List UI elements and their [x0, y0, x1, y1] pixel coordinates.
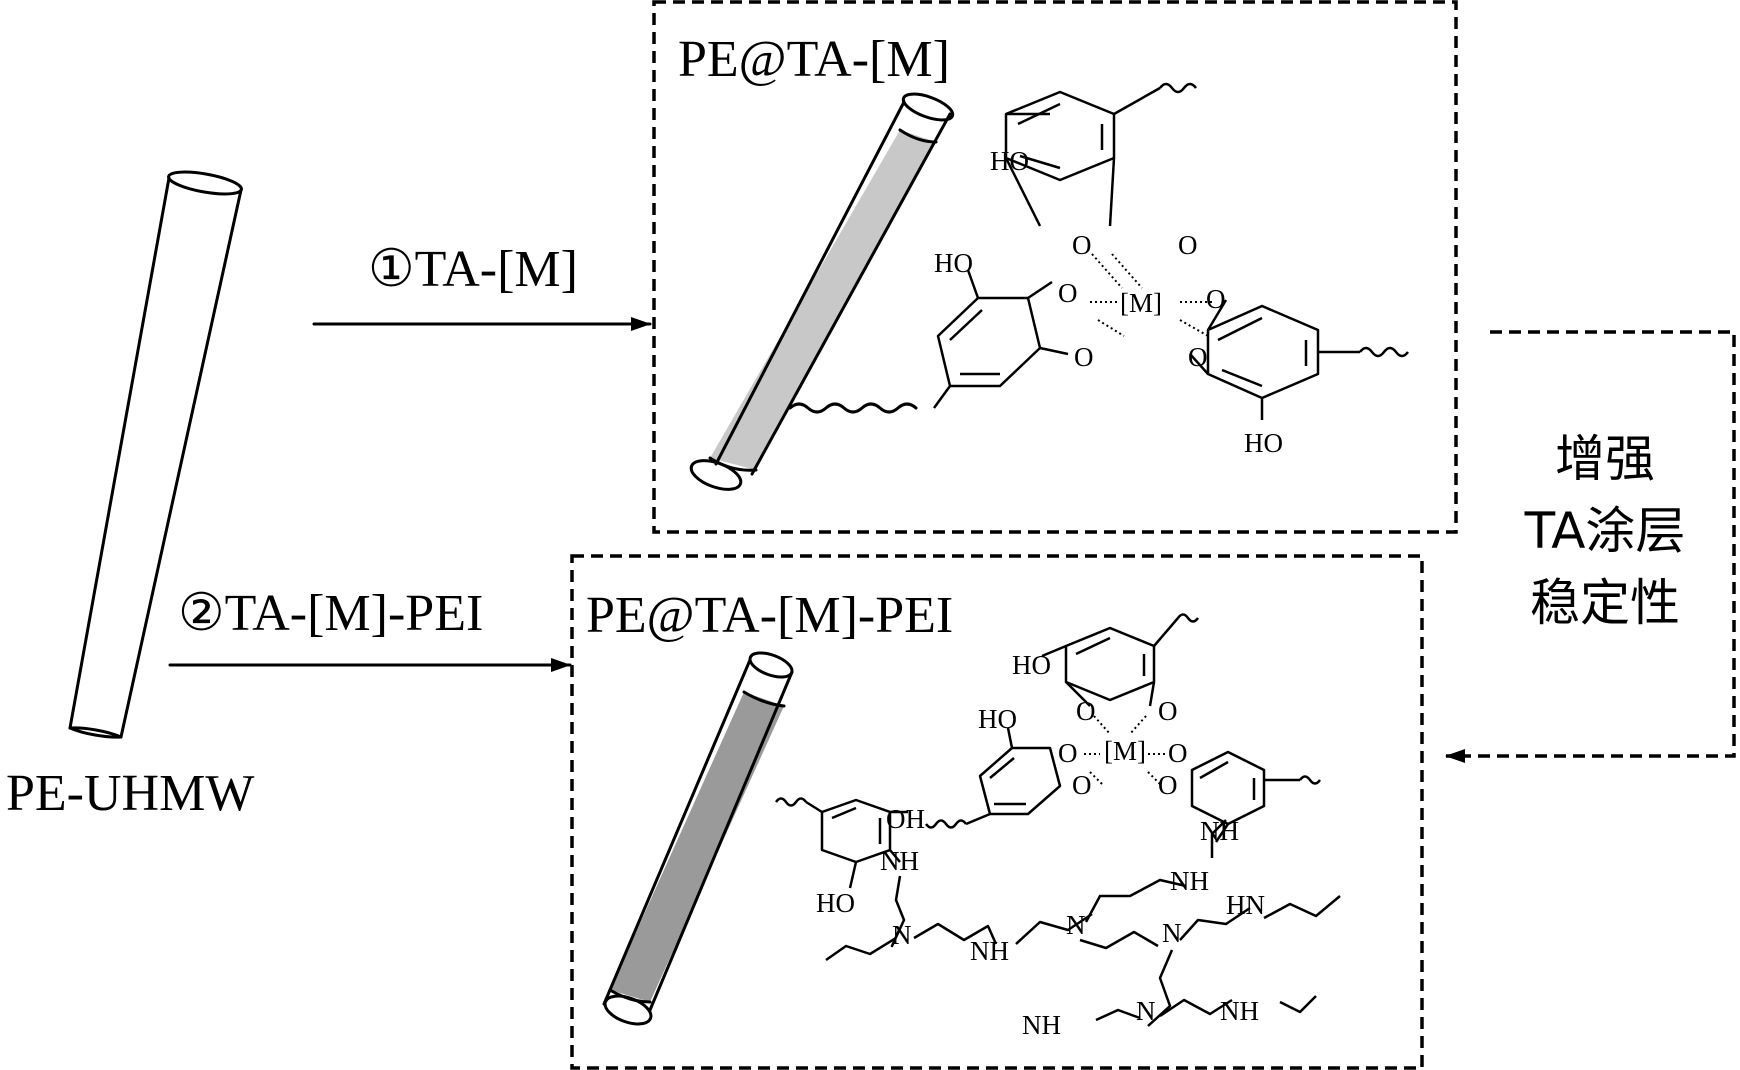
svg-text:HO: HO [978, 704, 1017, 734]
svg-text:O: O [1072, 770, 1092, 800]
svg-text:HN: HN [1226, 890, 1265, 920]
svg-text:NH: NH [1170, 866, 1209, 896]
svg-text:O: O [1058, 278, 1078, 308]
svg-text:O: O [1188, 342, 1208, 372]
svg-text:O: O [1206, 284, 1226, 314]
svg-text:O: O [1074, 342, 1094, 372]
product-2-title: PE@TA-[M]-PEI [586, 587, 953, 644]
svg-text:N: N [1162, 918, 1182, 948]
svg-text:NH: NH [1200, 816, 1239, 846]
product-1-title: PE@TA-[M] [678, 31, 950, 88]
svg-text:HO: HO [934, 248, 973, 278]
coated-fiber-2 [602, 651, 794, 1026]
svg-text:NH: NH [1022, 1010, 1061, 1040]
svg-text:HO: HO [990, 146, 1029, 176]
coated-fiber-1 [689, 92, 955, 491]
feedback-line-2: TA涂层 [1524, 502, 1686, 560]
svg-text:OH: OH [886, 804, 925, 834]
feedback-line-1: 增强 [1555, 430, 1655, 488]
raw-fiber [68, 170, 243, 739]
product-2-atoms: HO O O HO O O O O OH NH HO NH N NH NH N … [816, 650, 1265, 1040]
feedback-arrow [1445, 330, 1736, 763]
product-1-box [652, 0, 1458, 534]
svg-text:O: O [1058, 738, 1078, 768]
route-2-label: ②TA-[M]-PEI [178, 585, 483, 642]
svg-text:HO: HO [1012, 650, 1051, 680]
svg-text:HO: HO [1244, 428, 1283, 458]
svg-text:O: O [1168, 738, 1188, 768]
svg-text:O: O [1178, 230, 1198, 260]
route-1-label: ①TA-[M] [368, 241, 578, 298]
svg-text:O: O [1158, 770, 1178, 800]
tannic-metal-pei-complex [774, 613, 1341, 1027]
product-2-metal: [M] [1104, 736, 1146, 766]
svg-text:O: O [1072, 230, 1092, 260]
product-1-metal: [M] [1120, 288, 1162, 318]
tannic-metal-complex-1 [932, 82, 1409, 420]
svg-text:N: N [1066, 910, 1086, 940]
svg-text:N: N [1136, 996, 1156, 1026]
feedback-line-3: 稳定性 [1530, 574, 1680, 632]
product-1-atoms: HO O O HO O O O O HO [M] [934, 146, 1283, 458]
svg-text:N: N [892, 920, 912, 950]
product-2-box [570, 554, 1424, 1070]
svg-text:NH: NH [1220, 996, 1259, 1026]
svg-text:NH: NH [880, 846, 919, 876]
raw-fiber-label: PE-UHMW [6, 765, 254, 822]
svg-text:HO: HO [816, 888, 855, 918]
svg-text:O: O [1158, 696, 1178, 726]
svg-text:O: O [1076, 696, 1096, 726]
svg-text:NH: NH [970, 936, 1009, 966]
